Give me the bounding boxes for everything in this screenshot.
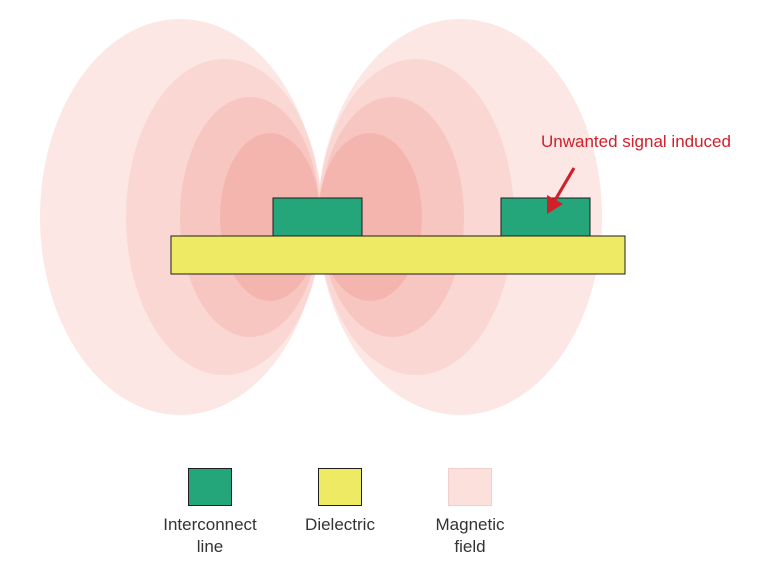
legend-label-dielectric: Dielectric <box>305 515 375 534</box>
legend-label-interconnect: Interconnect line <box>163 515 257 556</box>
dielectric-layer <box>170 235 626 275</box>
legend-item-dielectric: Dielectric <box>270 468 410 536</box>
interconnect-swatch <box>188 468 232 506</box>
interconnect-line-victim <box>500 197 591 238</box>
dielectric-swatch <box>318 468 362 506</box>
magnetic-field-swatch <box>448 468 492 506</box>
legend-item-interconnect: Interconnect line <box>140 468 280 558</box>
unwanted-signal-label: Unwanted signal induced <box>541 132 731 151</box>
legend-item-magnetic-field: Magnetic field <box>400 468 540 558</box>
induced-signal-arrow <box>547 167 576 214</box>
legend-label-magnetic-field: Magnetic field <box>435 515 505 556</box>
interconnect-line-aggressor <box>272 197 363 238</box>
magnetic-field-left <box>40 19 322 415</box>
arrow-shaft <box>552 167 576 203</box>
arrow-head <box>547 195 563 214</box>
